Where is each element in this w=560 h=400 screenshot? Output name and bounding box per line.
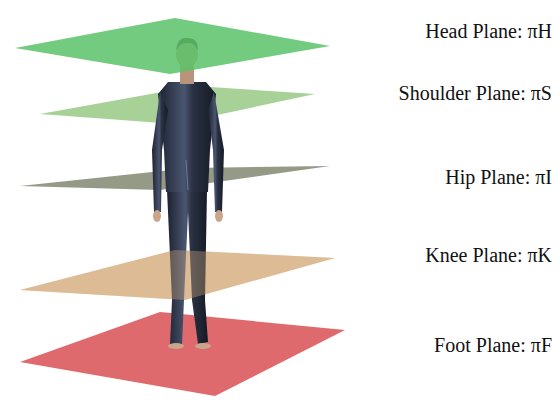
human-figure xyxy=(152,38,224,349)
plane-label: Hip Plane: πI xyxy=(445,166,552,188)
plane-label: Shoulder Plane: πS xyxy=(399,82,552,104)
plane-label: Head Plane: πH xyxy=(425,20,552,42)
knee-plane-overlay xyxy=(20,250,335,300)
plane-label: Knee Plane: πK xyxy=(425,244,552,266)
head-plane xyxy=(15,18,330,74)
knee-plane xyxy=(20,250,335,300)
plane-label: Foot Plane: πF xyxy=(434,334,552,356)
